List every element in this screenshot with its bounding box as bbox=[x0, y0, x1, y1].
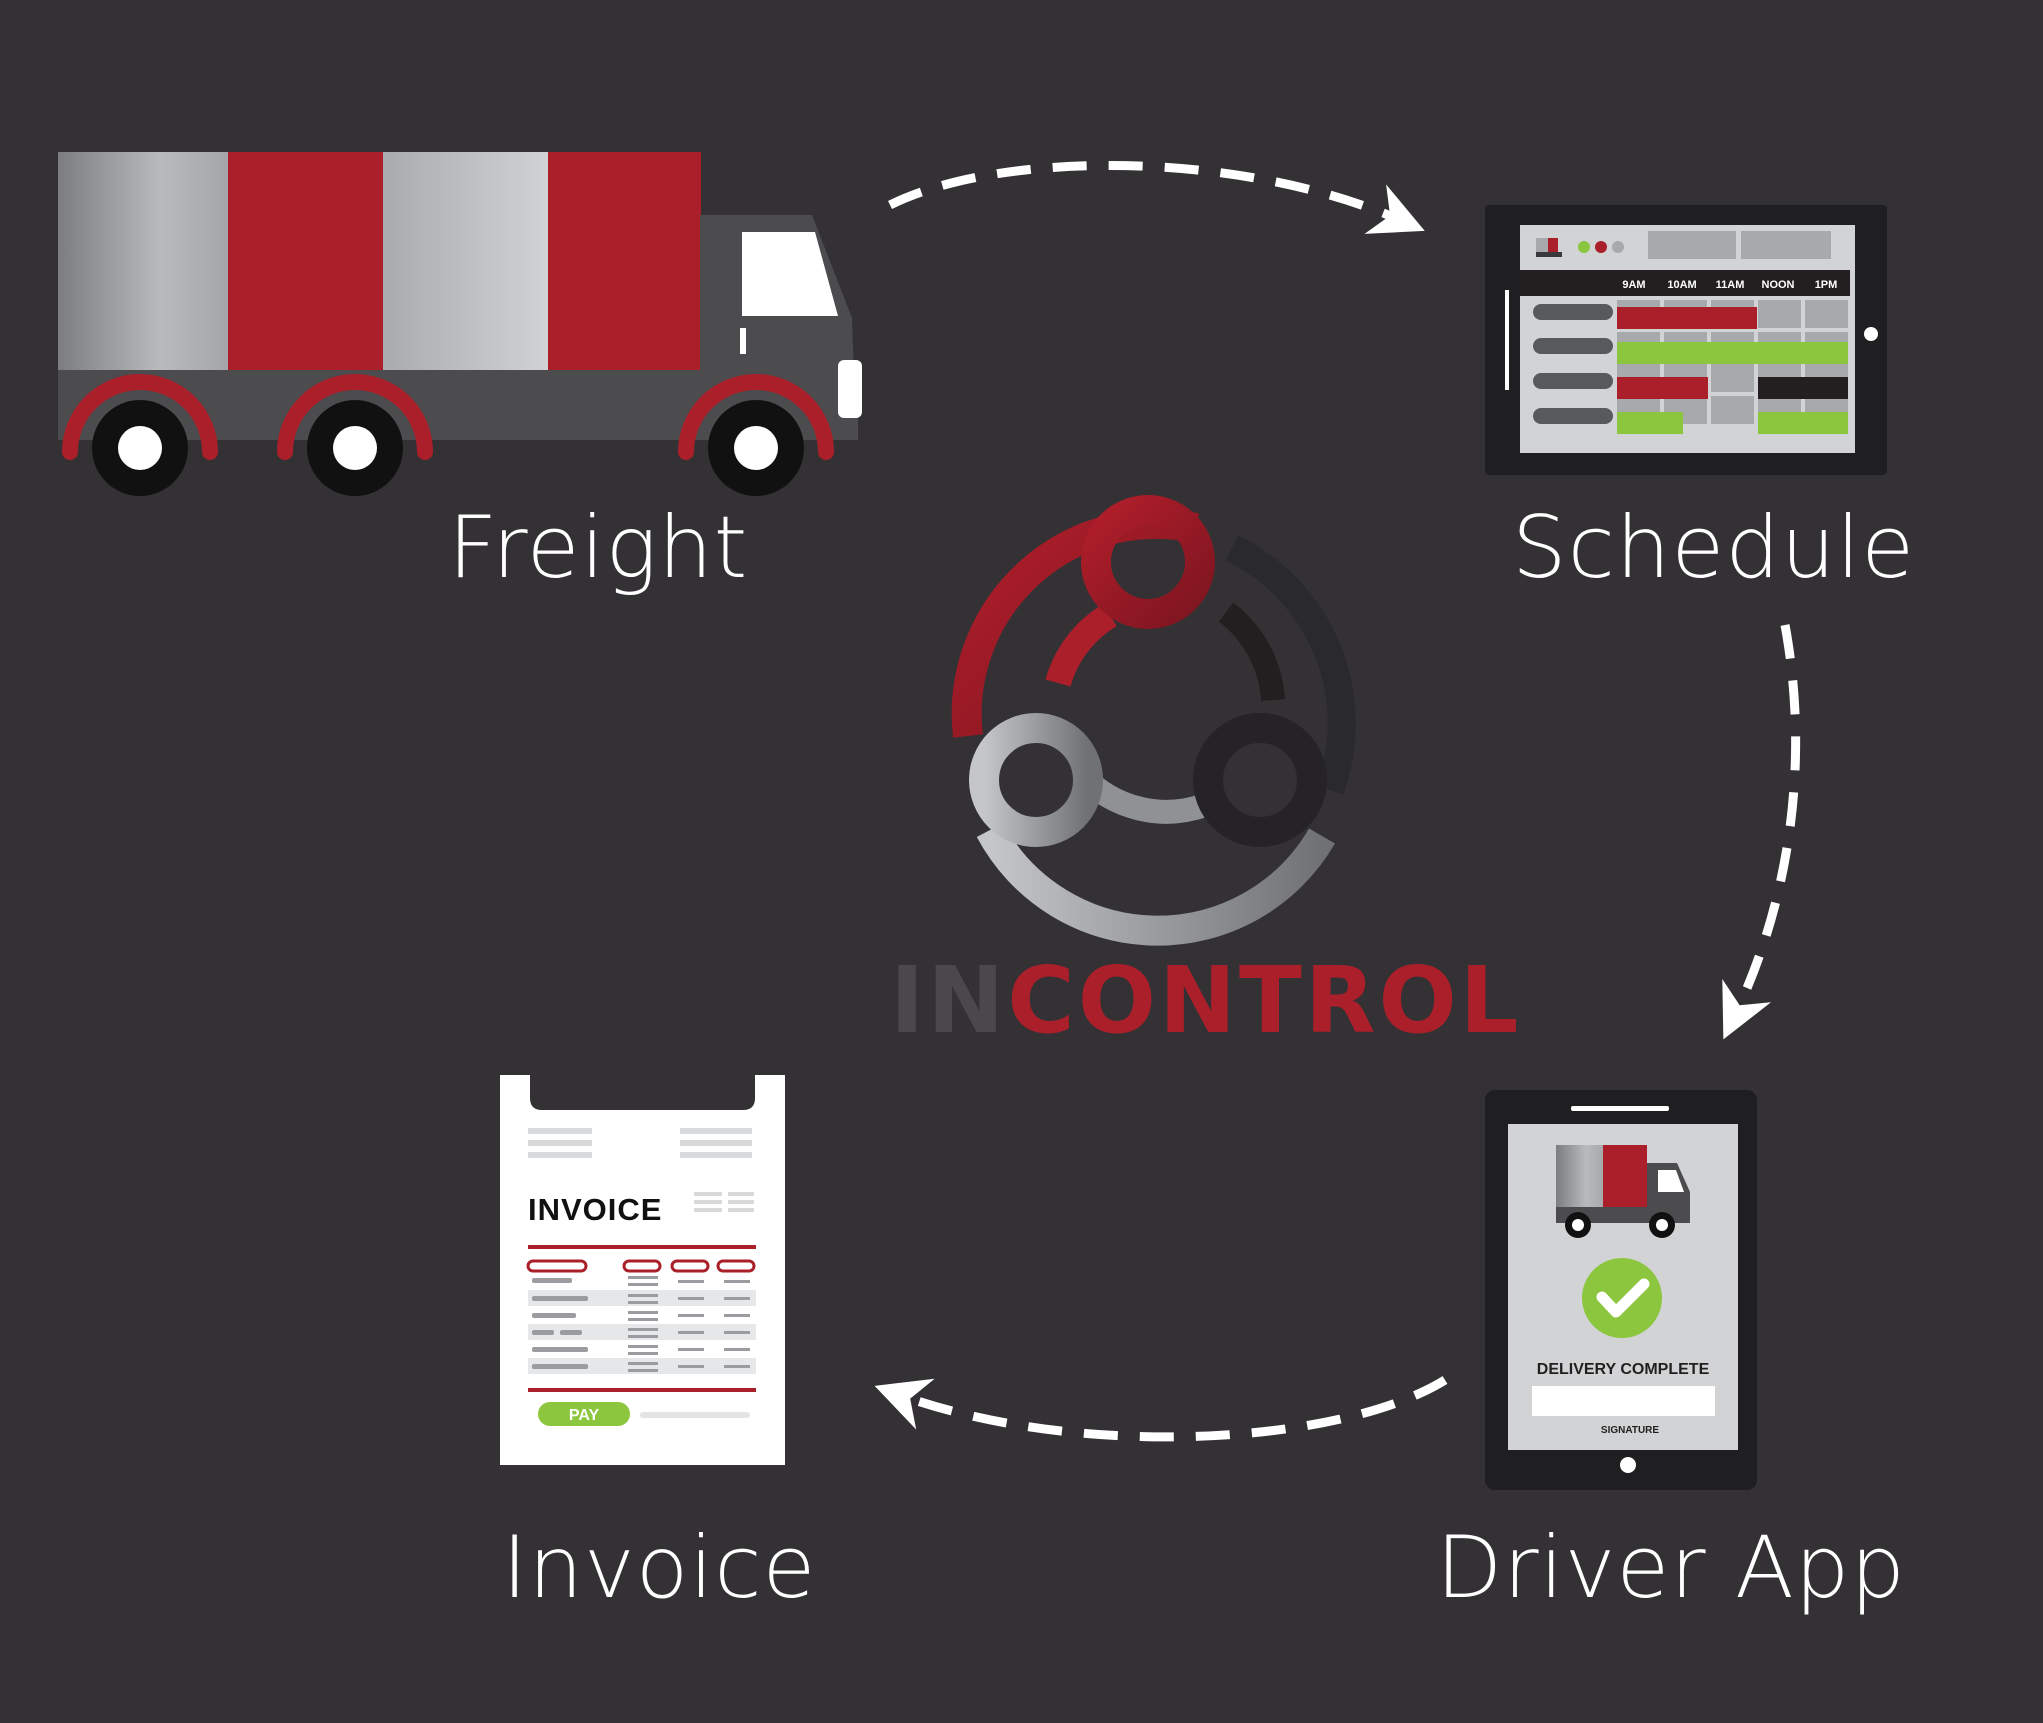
tablet-schedule-icon: 9AM 10AM 11AM NOON 1PM bbox=[1485, 205, 1887, 475]
brand-wordmark: INCONTROL bbox=[890, 955, 1521, 1047]
time-10am: 10AM bbox=[1667, 279, 1696, 291]
invoice-icon: INVOICE PAY bbox=[500, 1075, 785, 1465]
step-label-freight: Freight bbox=[448, 498, 749, 598]
brand-suffix: CONTROL bbox=[1007, 947, 1522, 1054]
pay-button[interactable] bbox=[538, 1402, 630, 1426]
signature-box[interactable] bbox=[1532, 1386, 1715, 1416]
signature-label: SIGNATURE bbox=[1601, 1425, 1659, 1436]
time-noon: NOON bbox=[1762, 279, 1795, 291]
incontrol-logo-icon bbox=[951, 495, 1356, 946]
brand-prefix: IN bbox=[890, 947, 1008, 1054]
arrow-schedule-to-driver bbox=[1722, 624, 1801, 1040]
step-label-schedule: Schedule bbox=[1512, 498, 1916, 598]
arrow-freight-to-schedule bbox=[887, 160, 1425, 234]
time-11am: 11AM bbox=[1716, 279, 1745, 291]
step-label-invoice: Invoice bbox=[502, 1518, 817, 1618]
checkmark-icon bbox=[1582, 1258, 1662, 1338]
truck-icon bbox=[58, 152, 862, 496]
phone-driver-icon: DELIVERY COMPLETE SIGNATURE bbox=[1485, 1090, 1757, 1490]
invoice-title: INVOICE bbox=[528, 1192, 662, 1227]
mini-truck-icon bbox=[1556, 1145, 1690, 1238]
delivery-status-text: DELIVERY COMPLETE bbox=[1537, 1361, 1710, 1378]
time-9am: 9AM bbox=[1622, 279, 1645, 291]
time-1pm: 1PM bbox=[1815, 279, 1838, 291]
arrow-driver-to-invoice bbox=[874, 1376, 1448, 1442]
pay-button-label: PAY bbox=[569, 1407, 600, 1424]
step-label-driver-app: Driver App bbox=[1436, 1518, 1906, 1618]
